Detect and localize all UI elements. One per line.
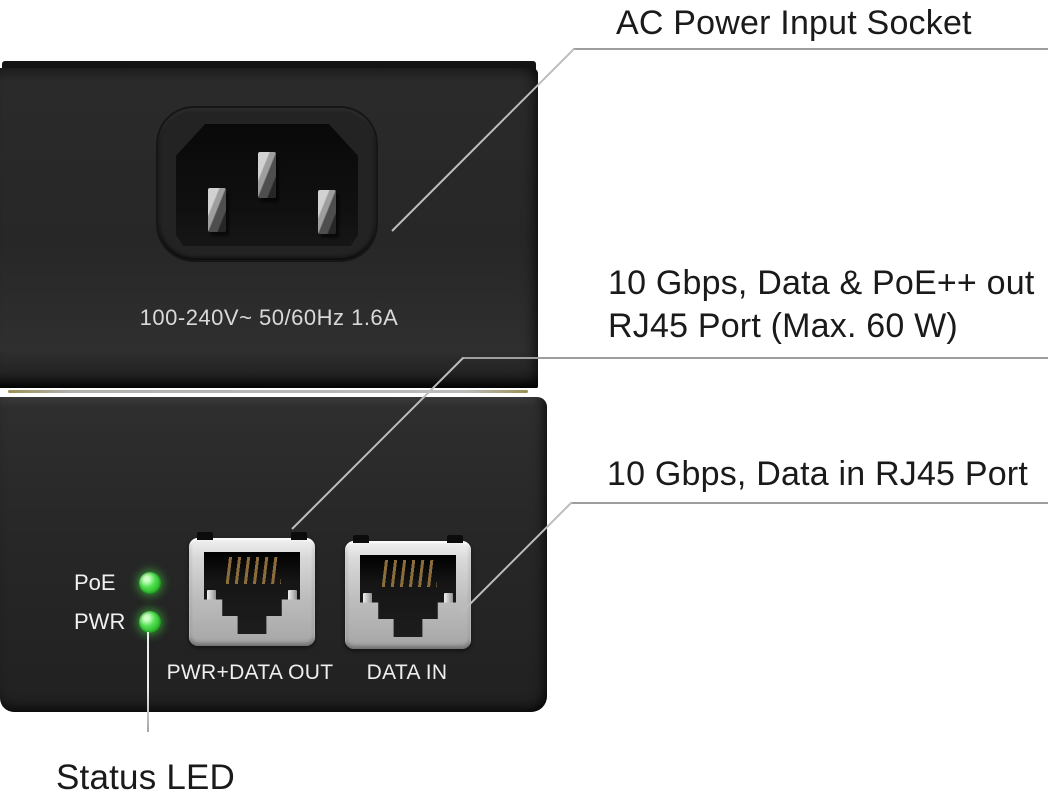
leader-line-poe-out-horizontal	[462, 357, 1048, 359]
rj45-side-contact	[207, 590, 216, 614]
rj45-side-contact	[444, 593, 453, 617]
annotation-poe-out-line2: RJ45 Port (Max. 60 W)	[608, 307, 958, 345]
rj45-side-contact	[363, 593, 372, 617]
poe-led-label: PoE	[74, 570, 116, 595]
rj45-port-pwr-data-out	[189, 532, 315, 646]
pwr-led-indicator	[139, 611, 161, 633]
rj45-gold-pins	[382, 560, 437, 587]
rj45-jack-opening	[360, 555, 456, 637]
power-rating-text: 100-240V~ 50/60Hz 1.6A	[139, 305, 399, 330]
ac-pin-earth	[258, 152, 276, 198]
rj45-side-contact	[288, 590, 297, 614]
annotation-poe-out-line1: 10 Gbps, Data & PoE++ out	[608, 264, 1035, 302]
annotation-poe-out-port: 10 Gbps, Data & PoE++ out RJ45 Port (Max…	[608, 262, 1035, 348]
annotation-data-in-port: 10 Gbps, Data in RJ45 Port	[607, 455, 1028, 493]
leader-line-status-led-vertical	[147, 632, 149, 732]
device-top-edge	[2, 61, 536, 70]
port-label-data-in: DATA IN	[366, 661, 448, 684]
annotation-ac-power-input: AC Power Input Socket	[616, 4, 972, 42]
port-label-pwr-data-out: PWR+DATA OUT	[166, 661, 334, 684]
annotation-status-led: Status LED	[56, 758, 236, 797]
leader-line-ac-socket-horizontal	[573, 48, 1048, 50]
poe-led-indicator	[139, 572, 161, 594]
pwr-led-label: PWR	[74, 609, 126, 634]
rj45-port-data-in	[345, 535, 471, 649]
ac-pin-line	[208, 188, 226, 232]
leader-line-data-in-horizontal	[571, 502, 1048, 504]
ac-pin-neutral	[318, 190, 336, 234]
rj45-jack-opening	[204, 552, 300, 634]
body-seam-highlight	[8, 390, 528, 393]
rj45-gold-pins	[226, 557, 281, 584]
